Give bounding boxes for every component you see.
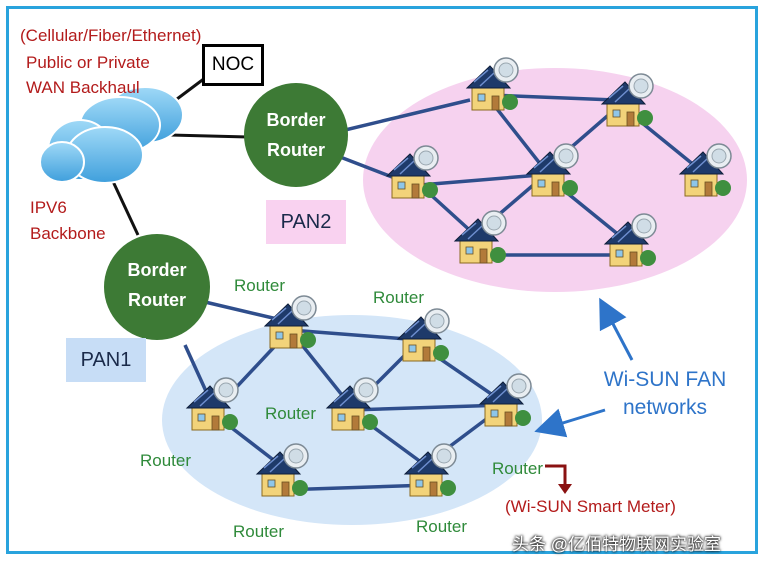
border-router-pan2-label: Border Router bbox=[244, 105, 348, 165]
border-router-pan1 bbox=[104, 234, 210, 340]
noc-label: NOC bbox=[211, 54, 255, 75]
border-router-label-line1: Border bbox=[266, 110, 326, 130]
router-label: Router bbox=[492, 459, 544, 478]
noc-box: NOC bbox=[202, 44, 264, 86]
fan-networks-label: Wi-SUN FAN networks bbox=[600, 366, 730, 422]
border-router-label-line2: Router bbox=[128, 290, 186, 310]
pan1-label: PAN1 bbox=[80, 348, 132, 371]
wan-backhaul-label-line2: Public or Private bbox=[26, 53, 150, 72]
border-router-pan2 bbox=[244, 83, 348, 187]
smart-meter-label: (Wi-SUN Smart Meter) bbox=[505, 497, 676, 516]
router-label: Router bbox=[416, 517, 468, 536]
wan-cloud bbox=[39, 86, 184, 184]
ipv6-label-line1: IPV6 bbox=[30, 198, 67, 217]
border-router-pan1-label: Border Router bbox=[104, 255, 210, 315]
router-label: Router bbox=[233, 522, 285, 541]
wan-backhaul-label-line1: (Cellular/Fiber/Ethernet) bbox=[20, 26, 202, 45]
ipv6-label-line2: Backbone bbox=[30, 224, 106, 243]
router-label: Router bbox=[140, 451, 192, 470]
router-label: Router bbox=[373, 288, 425, 307]
smart-meter-pointer-arrow bbox=[545, 464, 567, 486]
router-label: Router bbox=[265, 404, 317, 423]
border-router-label-line1: Border bbox=[127, 260, 187, 280]
watermark-text: 头条 @亿佰特物联网实验室 bbox=[512, 535, 721, 554]
router-label: Router bbox=[234, 276, 286, 295]
border-router-label-line2: Router bbox=[267, 140, 325, 160]
pan2-box: PAN2 bbox=[266, 200, 346, 244]
pan1-box: PAN1 bbox=[66, 338, 146, 382]
fan-networks-label-line1: Wi-SUN FAN bbox=[603, 368, 727, 391]
smart-meter-pointer-arrowhead bbox=[558, 484, 572, 494]
arrow-to-pan1 bbox=[534, 408, 606, 438]
arrow-to-pan2 bbox=[599, 297, 634, 361]
wan-backhaul-label-line3: WAN Backhaul bbox=[26, 78, 140, 97]
pan2-label: PAN2 bbox=[280, 210, 332, 233]
fan-networks-label-line2: networks bbox=[622, 396, 708, 419]
